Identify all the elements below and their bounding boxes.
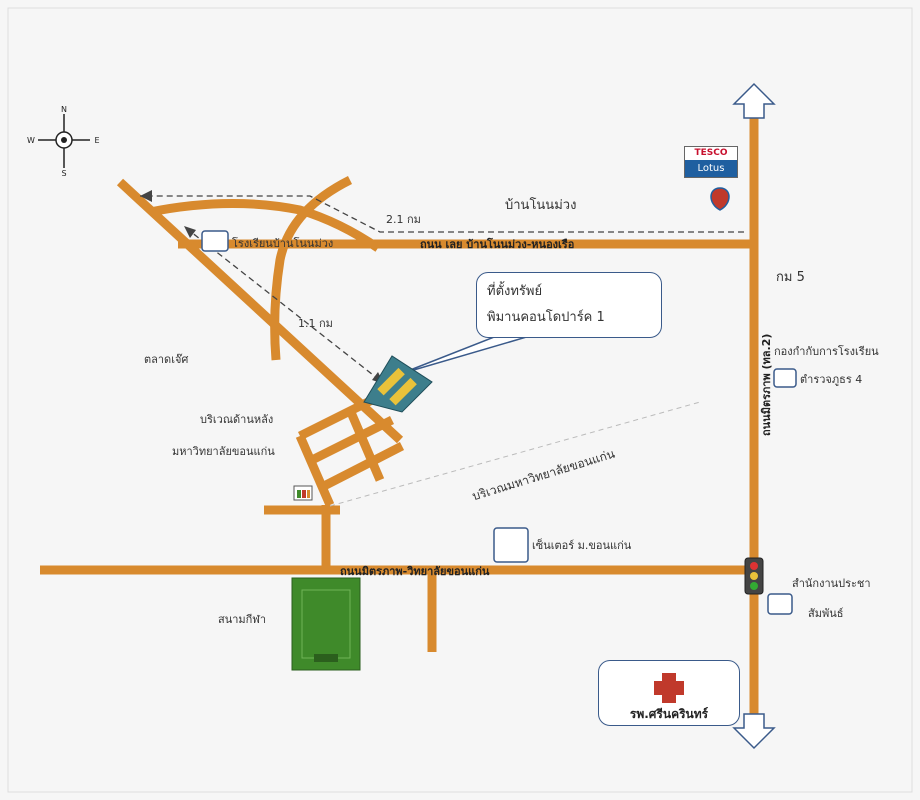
km5-label: กม 5: [776, 270, 805, 285]
traffic-light-icon: [744, 557, 764, 595]
pr-office-label-2: สัมพันธ์: [808, 607, 844, 620]
distance-diagonal-label: 1.1 กม: [298, 317, 333, 330]
frame-border: [7, 7, 913, 793]
hospital-marker: รพ.ศรีนครินทร์: [598, 660, 740, 726]
ban-non-muang-label: บ้านโนนม่วง: [505, 198, 577, 213]
compass-north: N: [61, 105, 67, 114]
tesco-logo-text: TESCO: [694, 148, 728, 158]
north-arrow-icon: [732, 82, 776, 119]
campus-road-2: [309, 415, 395, 465]
route-lines: [140, 195, 744, 383]
lotus-logo-text: Lotus: [685, 160, 737, 177]
campus-boundary: [329, 401, 701, 507]
behind-area-label-2: มหาวิทยาลัยขอนแก่น: [172, 445, 275, 458]
compass-east: E: [94, 136, 99, 145]
talad-jet-label: ตลาดเจ๊ศ: [144, 353, 189, 366]
central-marker: [493, 527, 529, 563]
school-marker: [201, 230, 229, 252]
property-callout: ที่ตั้งทรัพย์ พิมานคอนโดปาร์ค 1: [476, 272, 662, 338]
highway-label: ถนนมิตรภาพ (ทล.2): [760, 333, 773, 436]
distance-top-label: 2.1 กม: [386, 213, 421, 226]
route-diagonal-arrowhead: [184, 226, 196, 238]
compass-west: W: [27, 136, 35, 145]
compass-south: S: [61, 169, 66, 178]
route-diagonal: [185, 227, 383, 383]
campus-road-3: [321, 441, 405, 491]
diagonal-road: [116, 178, 404, 444]
ed-office-label-1: กองกำกับการโรงเรียน: [774, 345, 879, 358]
store-pin-icon: [710, 187, 730, 211]
callout-line-2: พิมานคอนโดปาร์ค 1: [487, 310, 605, 325]
campus-road-5: [345, 408, 385, 482]
pr-office-marker: [767, 593, 793, 615]
hospital-cross-icon: [654, 673, 684, 703]
school-label: โรงเรียนบ้านโนนม่วง: [232, 237, 334, 250]
campus-road-4: [295, 434, 335, 507]
route-top-arrowhead: [140, 190, 152, 202]
hospital-label: รพ.ศรีนครินทร์: [629, 707, 709, 721]
pr-office-label-1: สำนักงานประชา: [792, 577, 871, 590]
tesco-lotus-logo: TESCO Lotus: [684, 146, 738, 178]
stadium-icon: [291, 577, 361, 671]
callout-line-1: ที่ตั้งทรัพย์: [487, 284, 543, 299]
ed-office-marker: [773, 368, 797, 388]
ed-office-label-2: ตำรวจภูธร 4: [800, 373, 863, 386]
route-top: [140, 195, 744, 233]
bottom-road-label: ถนนมิตรภาพ-วิทยาลัยขอนแก่น: [340, 565, 490, 578]
top-road-label: ถนน เลย บ้านโนนม่วง-หนองเรือ: [420, 238, 575, 251]
behind-area-label-1: บริเวณด้านหลัง: [200, 413, 274, 426]
property-building-icon: [363, 355, 433, 413]
south-arrow-icon: [732, 713, 776, 750]
stadium-label: สนามกีฬา: [218, 613, 267, 626]
central-label: เซ็นเตอร์ ม.ขอนแก่น: [532, 539, 632, 552]
curved-road-1: [149, 198, 381, 252]
store-icon: [293, 485, 313, 501]
compass-icon: [38, 114, 90, 168]
